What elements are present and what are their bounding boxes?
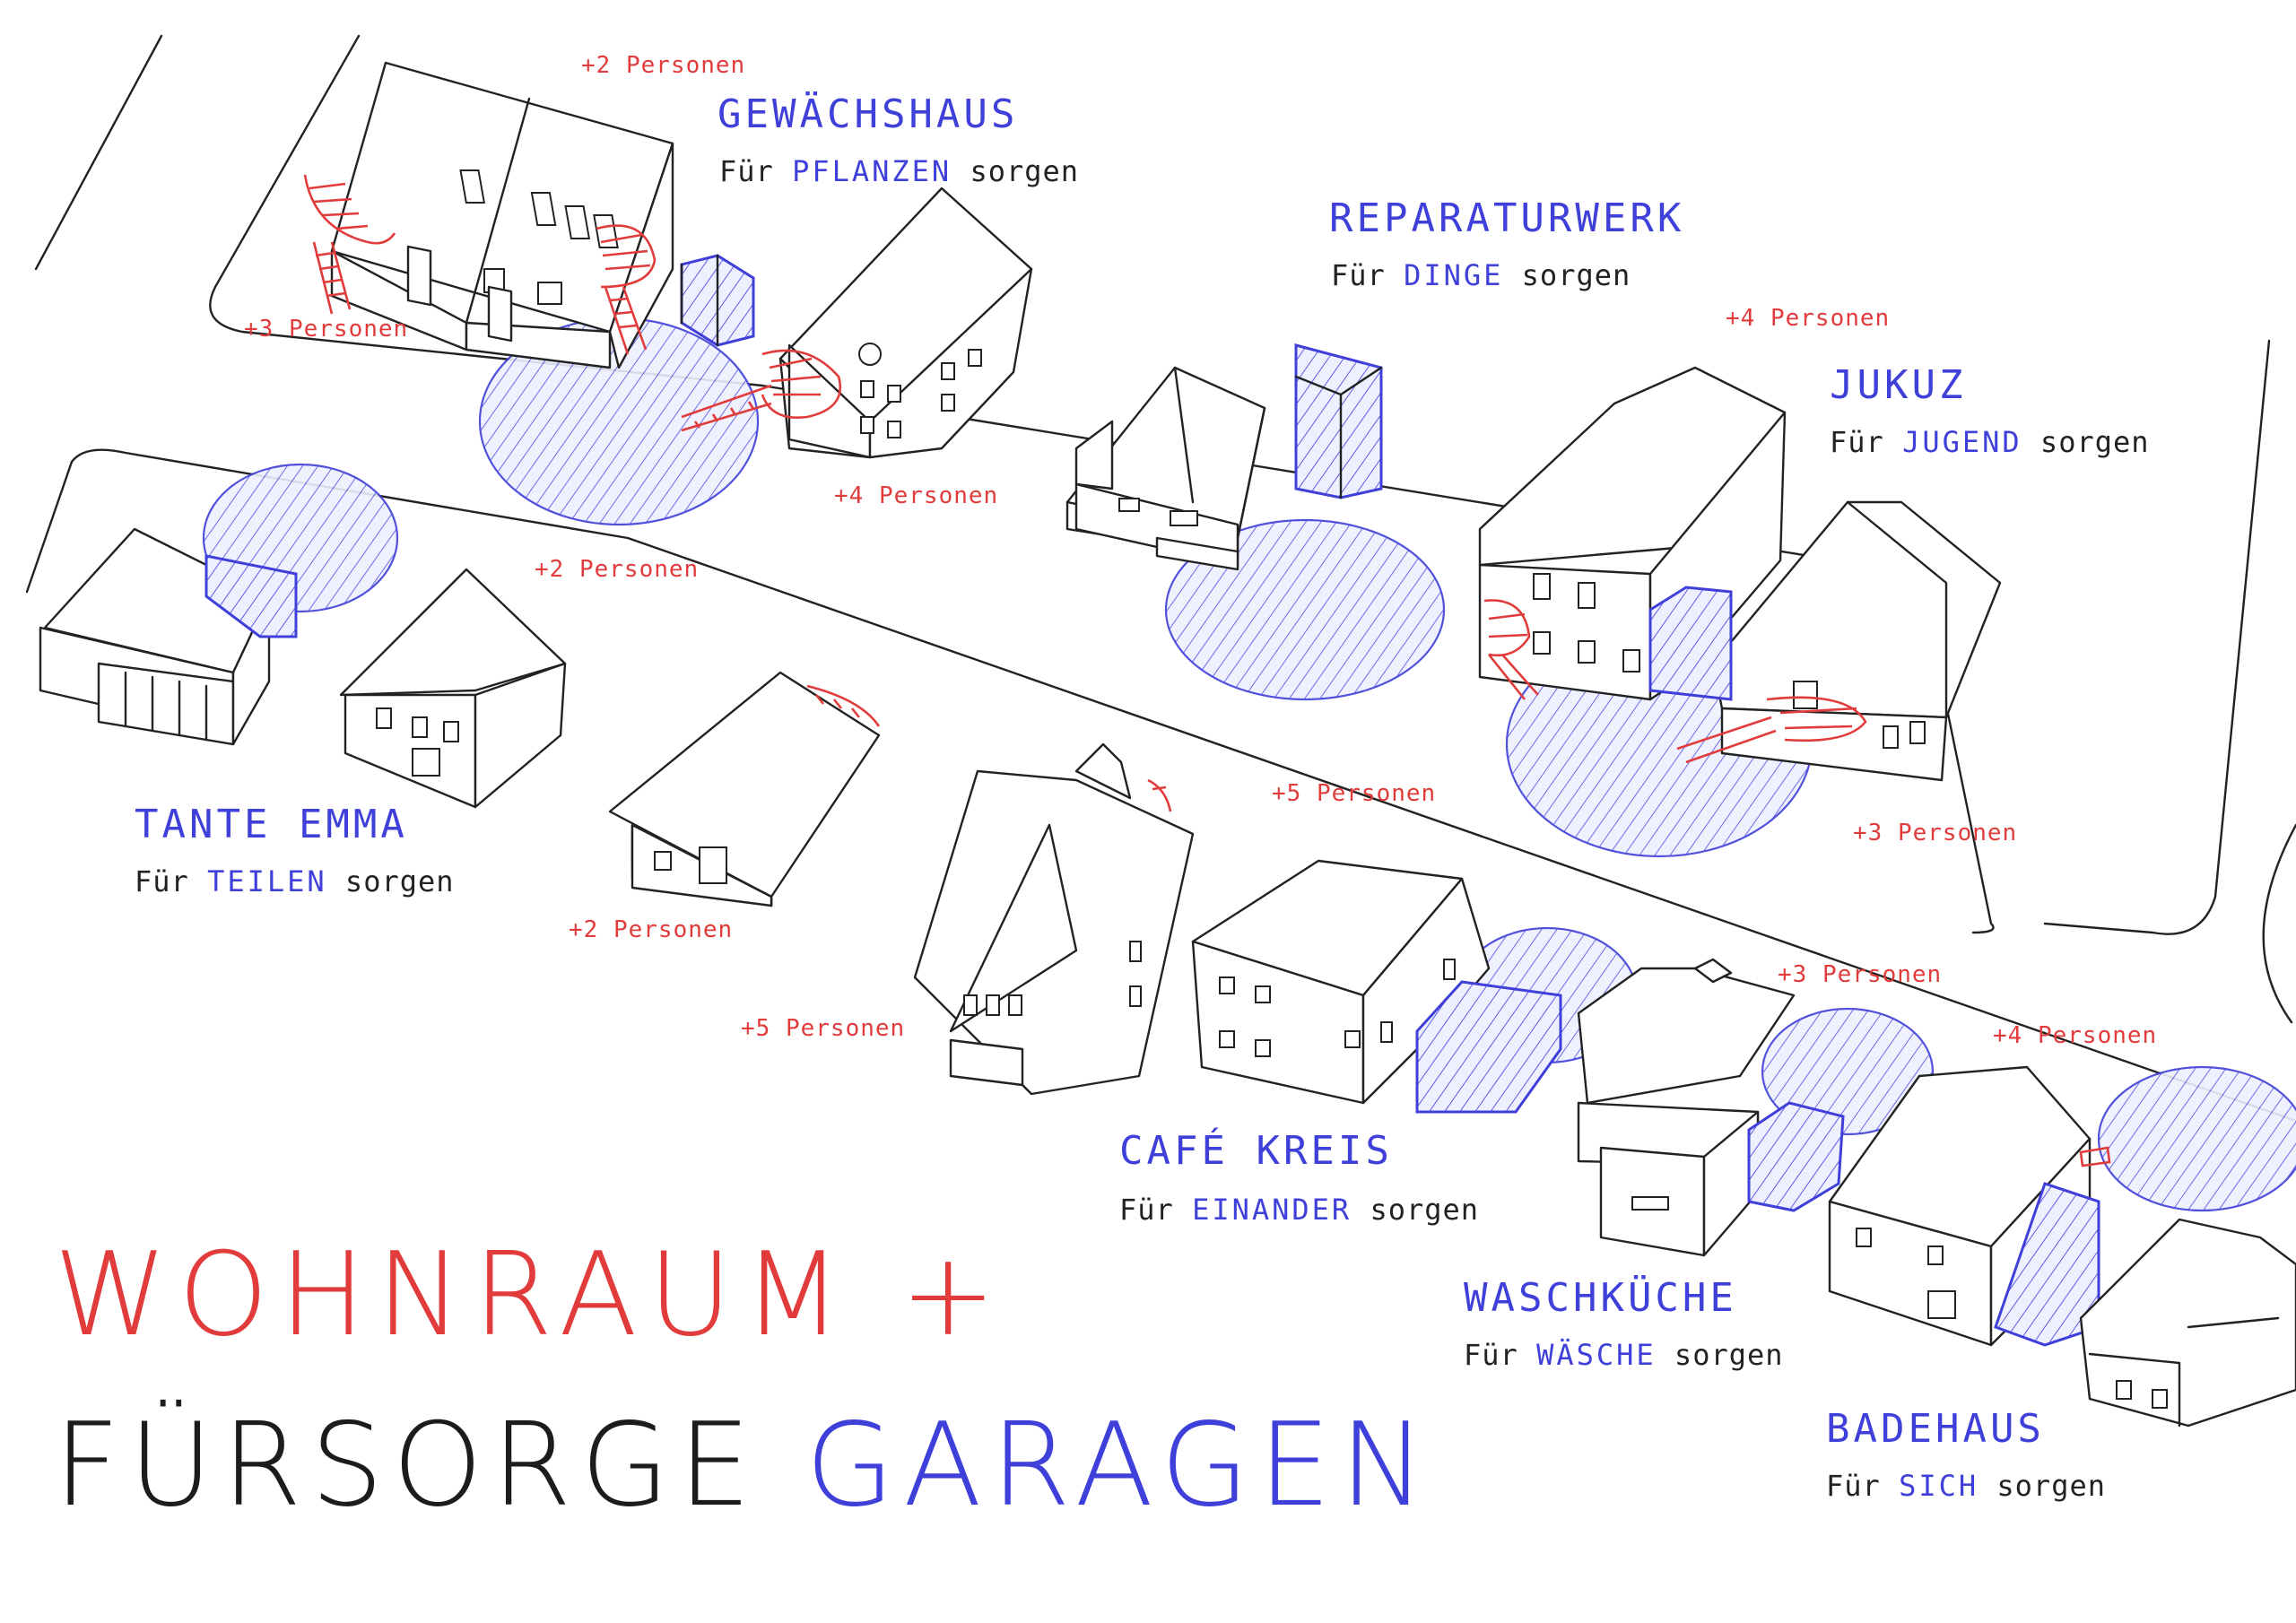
house-small-left: [339, 568, 567, 809]
street-lines: [25, 34, 2296, 1123]
place-name-gewaechshaus: GEWÄCHSHAUS: [718, 91, 1019, 137]
house-gewaechshaus: [303, 61, 674, 369]
care-keyword: SICH: [1899, 1469, 1979, 1503]
care-line-badehaus: Für SICH sorgen: [1826, 1469, 2106, 1503]
persons-label: +2 Personen: [535, 556, 700, 583]
house-center-left: [608, 671, 881, 907]
garage-gewaechshaus: [680, 254, 755, 347]
place-name-tante-emma: TANTE EMMA: [135, 802, 408, 847]
place-name-jukuz: JUKUZ: [1830, 362, 1967, 408]
persons-label: +3 Personen: [244, 316, 409, 343]
persons-label: +4 Personen: [834, 482, 999, 509]
care-suffix: sorgen: [1352, 1193, 1480, 1227]
care-suffix: sorgen: [1656, 1338, 1784, 1372]
house-tall-narrow: [913, 742, 1195, 1096]
persons-label: +3 Personen: [1853, 820, 2018, 846]
care-prefix: Für: [719, 154, 793, 188]
care-prefix: Für: [1464, 1338, 1537, 1372]
persons-label: +2 Personen: [581, 52, 746, 79]
care-keyword: DINGE: [1404, 258, 1504, 292]
title-line-1: WOHNRAUM +: [54, 1228, 1007, 1362]
care-prefix: Für: [1830, 425, 1903, 459]
persons-label: +5 Personen: [741, 1015, 906, 1042]
care-zone-badehaus: [2097, 1065, 2296, 1212]
care-suffix: sorgen: [1979, 1469, 2106, 1503]
care-line-tante-emma: Für TEILEN sorgen: [135, 864, 455, 898]
place-name-reparaturwerk: REPARATURWERK: [1329, 195, 1685, 241]
house-reparaturwerk: [1065, 343, 1383, 571]
care-line-waschkueche: Für WÄSCHE sorgen: [1464, 1338, 1784, 1372]
care-keyword: WÄSCHE: [1536, 1338, 1657, 1372]
house-top-center: [681, 187, 1033, 459]
persons-label: +4 Personen: [1726, 305, 1891, 332]
care-suffix: sorgen: [952, 154, 1080, 188]
persons-label: +3 Personen: [1778, 961, 1943, 988]
care-keyword: PFLANZEN: [792, 154, 952, 188]
care-line-jukuz: Für JUGEND sorgen: [1830, 425, 2150, 459]
title-fuersorge: FÜRSORGE: [54, 1399, 805, 1532]
title-line-2: FÜRSORGE GARAGEN: [54, 1399, 1435, 1532]
care-suffix: sorgen: [326, 864, 455, 898]
care-prefix: Für: [1331, 258, 1405, 292]
care-line-reparaturwerk: Für DINGE sorgen: [1331, 258, 1631, 292]
house-cafe-kreis: [1191, 859, 1562, 1114]
place-name-waschkueche: WASCHKÜCHE: [1464, 1275, 1737, 1321]
persons-label: +2 Personen: [569, 916, 734, 943]
care-line-gewaechshaus: Für PFLANZEN sorgen: [719, 154, 1079, 188]
care-prefix: Für: [135, 864, 208, 898]
care-suffix: sorgen: [1503, 258, 1631, 292]
care-zone-waschkueche: [1761, 1007, 1935, 1136]
house-badehaus: [1828, 1065, 2111, 1347]
house-jukuz: [1478, 366, 2002, 782]
care-prefix: Für: [1119, 1193, 1193, 1227]
place-name-cafe-kreis: CAFÉ KREIS: [1119, 1128, 1393, 1174]
care-suffix: sorgen: [2022, 425, 2150, 459]
place-name-badehaus: BADEHAUS: [1826, 1406, 2045, 1452]
house-tante-emma: [39, 527, 298, 746]
persons-label: +5 Personen: [1272, 780, 1437, 807]
house-bottom-right: [2079, 1218, 2296, 1428]
care-keyword: EINANDER: [1192, 1193, 1352, 1227]
house-waschkueche: [1577, 958, 1845, 1257]
title-garagen: GARAGEN: [804, 1399, 1435, 1532]
care-line-cafe-kreis: Für EINANDER sorgen: [1119, 1193, 1479, 1227]
care-keyword: TEILEN: [207, 864, 327, 898]
persons-label: +4 Personen: [1993, 1022, 2158, 1049]
care-prefix: Für: [1826, 1469, 1900, 1503]
care-keyword: JUGEND: [1902, 425, 2022, 459]
